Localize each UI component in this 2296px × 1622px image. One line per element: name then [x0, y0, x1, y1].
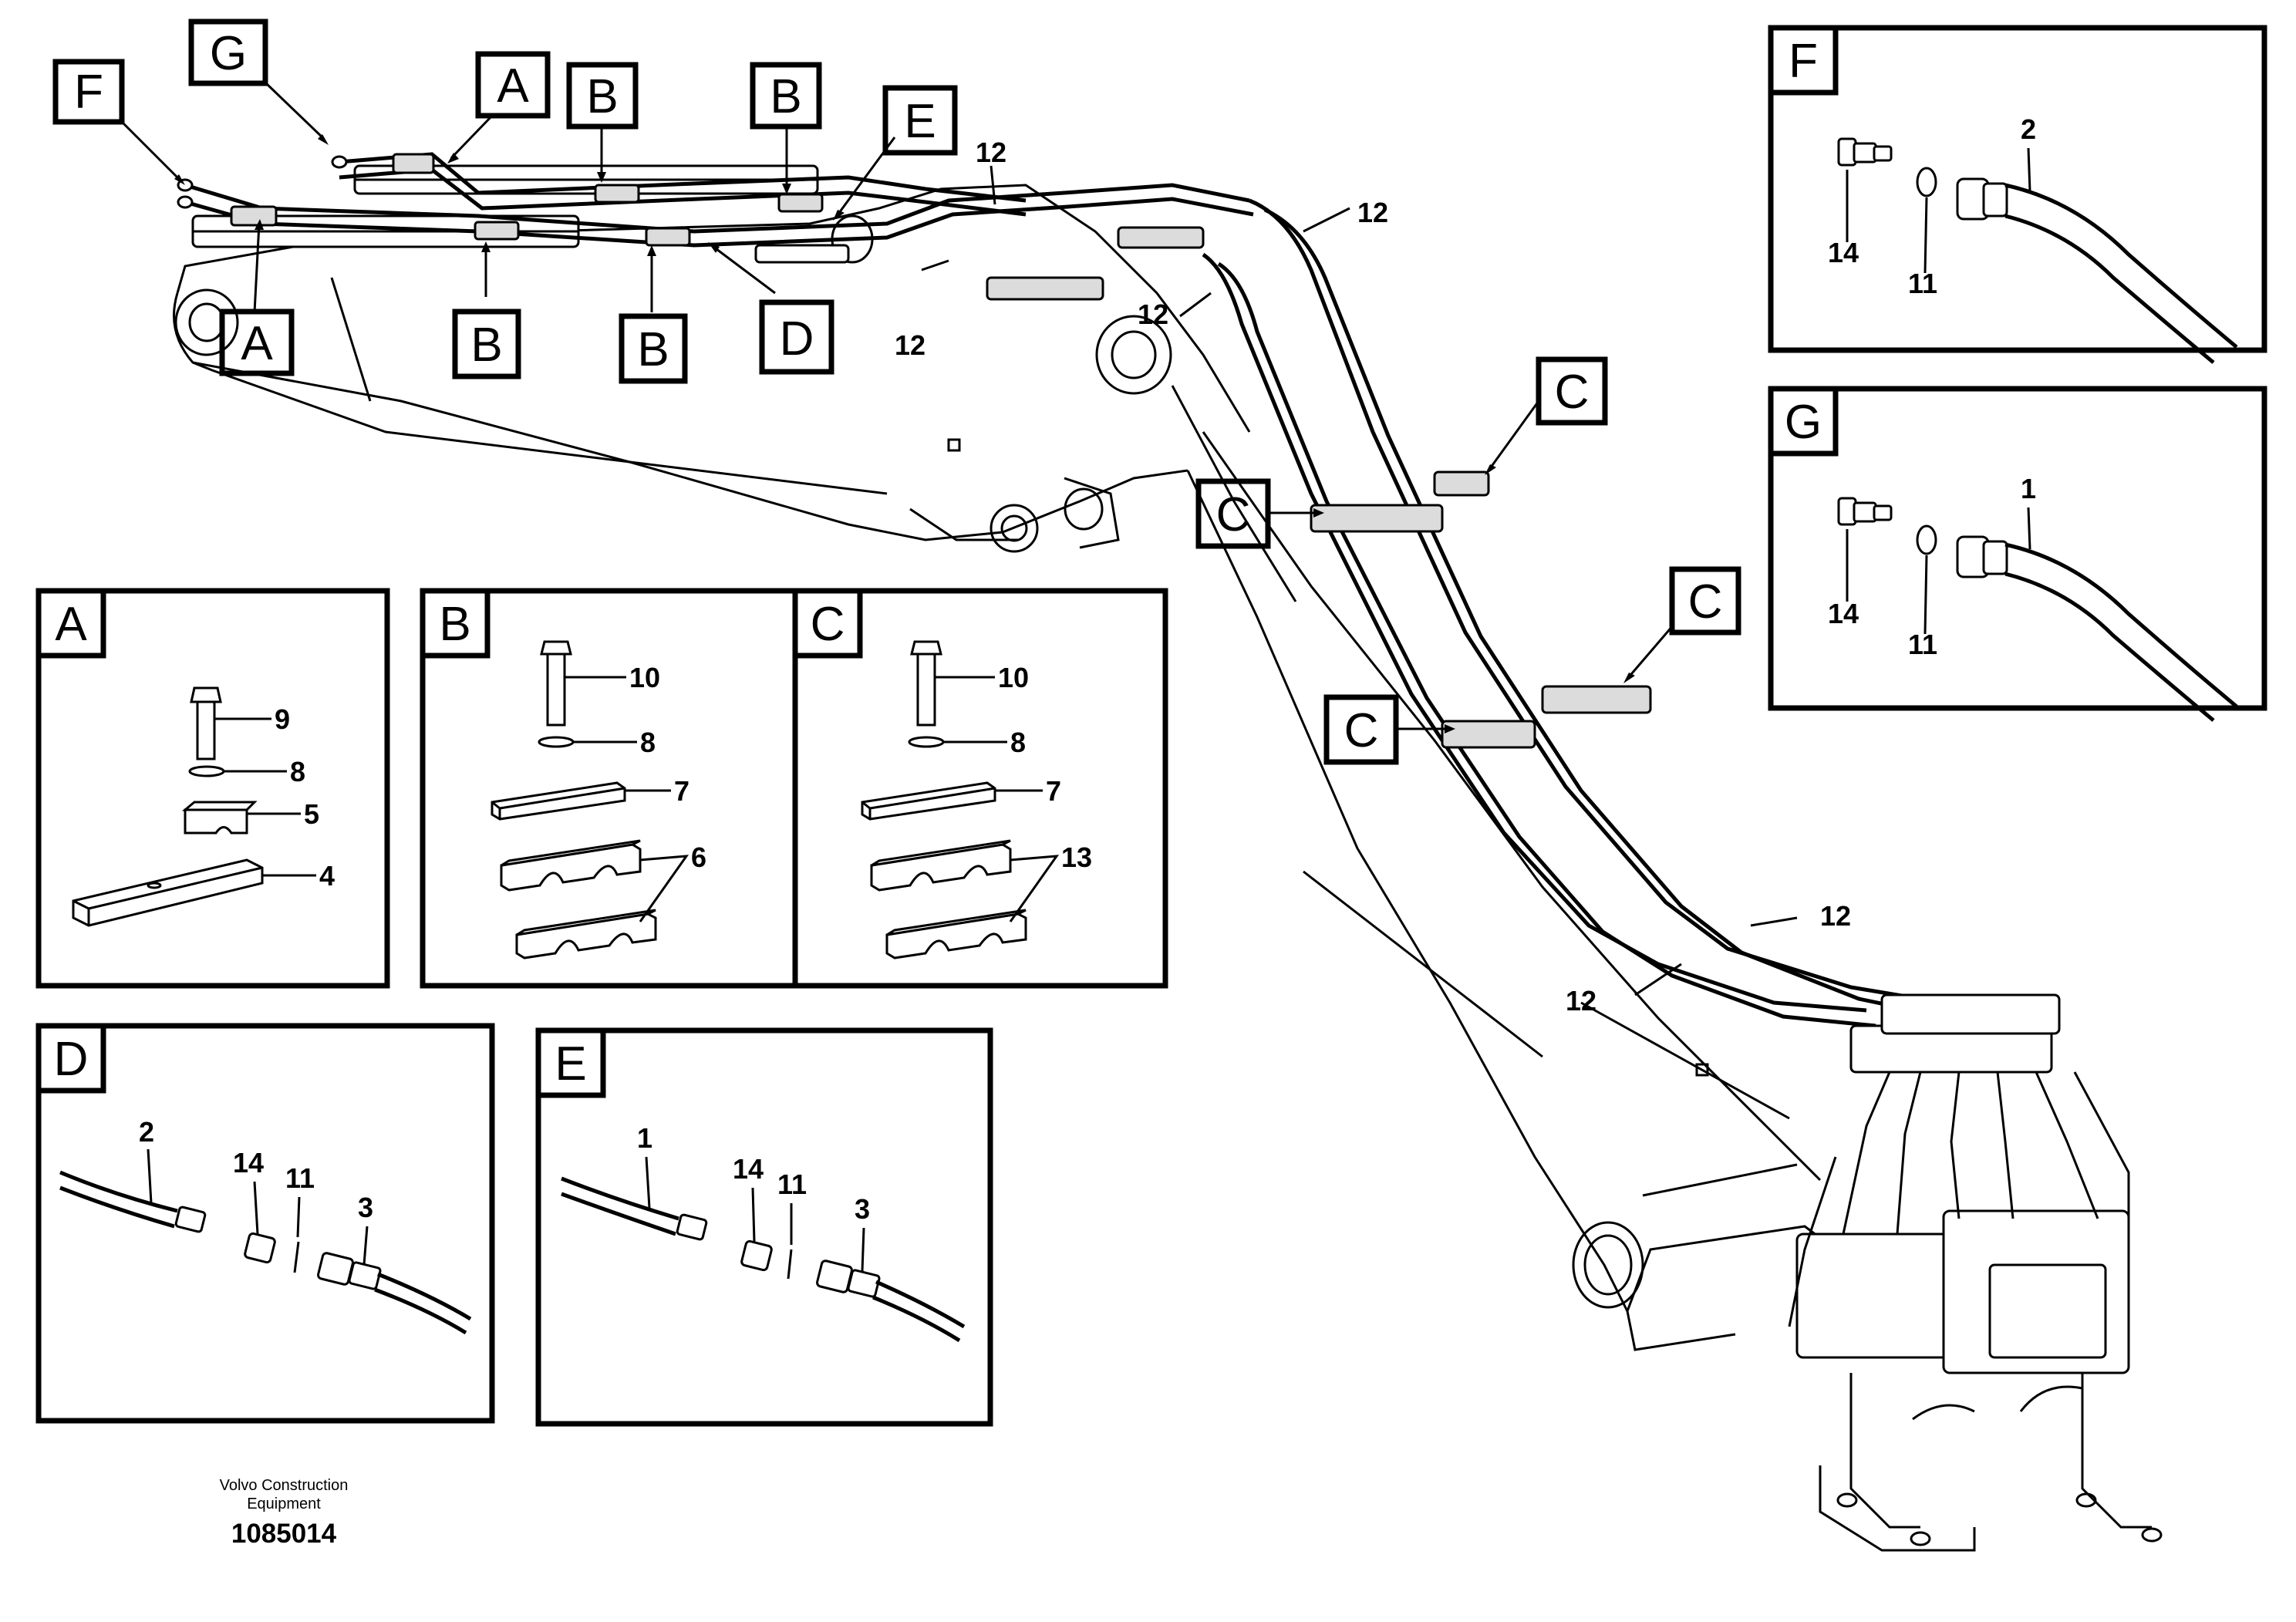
svg-text:12: 12 [976, 137, 1006, 168]
svg-text:2: 2 [139, 1116, 154, 1148]
callout-box-a-bottom: A [219, 309, 295, 376]
hose-clamp-set [230, 153, 1652, 749]
svg-text:F: F [74, 66, 103, 119]
svg-text:11: 11 [1908, 629, 1937, 660]
svg-text:12: 12 [1820, 900, 1851, 932]
callout-box-c4: C [1323, 694, 1399, 765]
svg-text:4: 4 [319, 860, 335, 892]
detail-panel-a: A 9 8 5 4 [35, 588, 390, 989]
svg-text:C: C [1688, 575, 1723, 629]
svg-text:B: B [637, 323, 669, 376]
svg-text:7: 7 [674, 775, 689, 807]
svg-text:5: 5 [304, 798, 319, 830]
svg-text:11: 11 [285, 1162, 315, 1194]
callout-box-f: F [52, 59, 125, 125]
callout-box-e: E [882, 85, 958, 156]
svg-text:B: B [470, 319, 502, 372]
svg-text:A: A [55, 598, 87, 651]
svg-text:8: 8 [290, 756, 305, 787]
svg-text:B: B [586, 70, 618, 123]
svg-text:C: C [1555, 366, 1590, 419]
callout-box-c1: C [1536, 356, 1608, 426]
svg-text:12: 12 [1566, 985, 1596, 1017]
svg-text:14: 14 [233, 1147, 264, 1179]
company-name-line1: Volvo Construction [220, 1477, 349, 1494]
footer: Volvo Construction Equipment 1085014 [220, 1477, 349, 1549]
svg-text:3: 3 [855, 1193, 870, 1225]
svg-text:C: C [811, 598, 845, 651]
svg-text:7: 7 [1046, 775, 1061, 807]
callout-box-c2: C [1195, 478, 1271, 549]
svg-text:13: 13 [1061, 841, 1092, 873]
detail-panel-f: F 14 11 2 [1768, 25, 2267, 364]
svg-text:12: 12 [895, 329, 925, 361]
company-name-line2: Equipment [247, 1496, 321, 1512]
svg-text:2: 2 [2021, 113, 2036, 145]
callout-box-b-top1: B [566, 62, 639, 130]
svg-text:8: 8 [640, 727, 656, 758]
detail-panel-b: B 10 8 7 6 [420, 588, 798, 989]
svg-text:11: 11 [777, 1168, 807, 1200]
svg-text:12: 12 [1138, 298, 1168, 330]
svg-text:12: 12 [1357, 197, 1388, 228]
svg-text:B: B [770, 70, 801, 123]
svg-text:11: 11 [1908, 268, 1937, 299]
svg-text:8: 8 [1010, 727, 1026, 758]
svg-text:F: F [1789, 35, 1818, 88]
svg-text:10: 10 [998, 662, 1029, 693]
hose-tie-labels: 12 12 12 12 12 12 [895, 137, 1851, 1017]
detail-panel-e: E 1 14 11 3 [535, 1027, 993, 1427]
callout-box-c3: C [1669, 566, 1741, 636]
svg-text:E: E [904, 95, 936, 148]
svg-text:C: C [1344, 704, 1379, 757]
callout-box-g: G [188, 19, 268, 86]
svg-text:B: B [439, 598, 470, 651]
svg-text:A: A [241, 317, 273, 370]
callout-box-b-bottom1: B [452, 309, 521, 379]
callout-box-d: D [759, 299, 834, 375]
drawing-id: 1085014 [231, 1519, 337, 1549]
svg-text:G: G [210, 27, 247, 80]
detail-panel-c: C 10 8 7 13 [792, 588, 1168, 989]
svg-text:1: 1 [2021, 473, 2036, 504]
callout-box-a-top: A [475, 51, 551, 119]
detail-panel-d: D 2 14 11 3 [35, 1023, 495, 1424]
svg-text:E: E [555, 1037, 586, 1091]
svg-text:6: 6 [691, 841, 706, 873]
callout-box-b-top2: B [750, 62, 822, 130]
svg-text:3: 3 [358, 1192, 373, 1223]
callout-box-b-bottom2: B [619, 313, 688, 384]
control-valve-assembly [1788, 993, 2163, 1552]
svg-text:A: A [497, 59, 529, 113]
svg-text:D: D [54, 1033, 89, 1086]
svg-text:D: D [780, 312, 814, 366]
svg-text:9: 9 [275, 703, 290, 735]
detail-panel-g: G 14 11 1 [1768, 386, 2267, 722]
svg-text:10: 10 [629, 662, 660, 693]
svg-text:1: 1 [637, 1122, 652, 1154]
svg-text:14: 14 [1828, 237, 1859, 268]
svg-text:G: G [1785, 396, 1822, 449]
arm-illustration [173, 152, 2163, 1552]
svg-text:14: 14 [733, 1153, 764, 1185]
svg-text:C: C [1216, 488, 1251, 541]
svg-text:14: 14 [1828, 598, 1859, 629]
callout-leaders [120, 82, 1675, 733]
